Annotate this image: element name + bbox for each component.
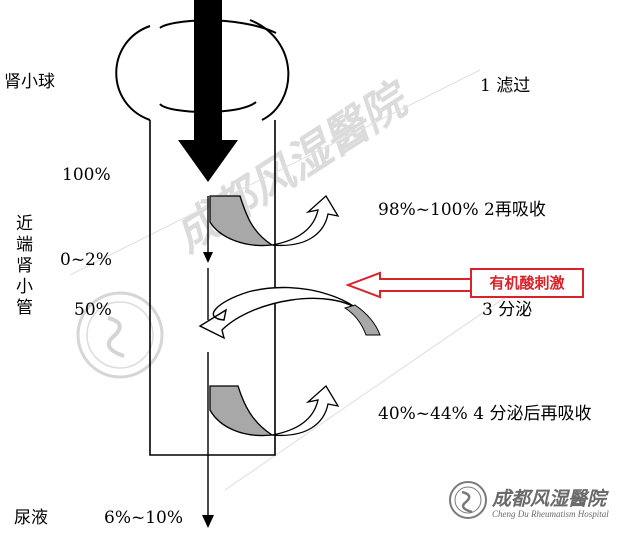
hospital-logo-name: 成都风湿醫院 [492,488,607,510]
organic-acid-stimulus-box: 有机酸刺激 [470,268,584,298]
urine-arrowhead [202,515,214,528]
secretion-wedge [343,304,381,336]
secretion-arrow [198,286,379,340]
hospital-seal-icon [449,481,487,519]
tubule-char: 肾 [16,256,33,276]
urine-label: 尿液 [14,508,48,528]
tubule-char: 小 [16,277,33,297]
percent-50-label: 50% [74,300,112,320]
tubule-char: 管 [16,298,33,318]
hospital-logo-subtitle: Cheng Du Rheumatism Hospital [492,509,609,519]
tubule-label: 近 端 肾 小 管 [16,214,36,319]
watermark-seal-icon [76,291,164,379]
reabsorption-arrow-1 [271,194,340,247]
tubule-char: 近 [16,214,33,234]
step-reabsorption-label: 98%~100% 2再吸收 [378,200,546,220]
glomerulus-label: 肾小球 [4,72,55,92]
reabsorption-wedge-2 [209,385,274,437]
step-post-secretion-label: 40%~44% 4 分泌后再吸收 [378,404,592,424]
percent-0-2-label: 0~2% [60,250,113,270]
stimulus-arrow [345,271,470,299]
flow-arrowhead-mid [203,252,213,263]
reabsorption-wedge-1 [209,195,274,247]
filtration-arrow [178,0,238,182]
percent-100-label: 100% [62,165,111,185]
tubule-char: 端 [16,235,33,255]
step-filtration-label: 1 滤过 [480,76,531,96]
reabsorption-arrow-2 [271,384,340,437]
step-secretion-label: 3 分泌 [482,300,533,320]
percent-6-10-label: 6%~10% [104,508,183,528]
